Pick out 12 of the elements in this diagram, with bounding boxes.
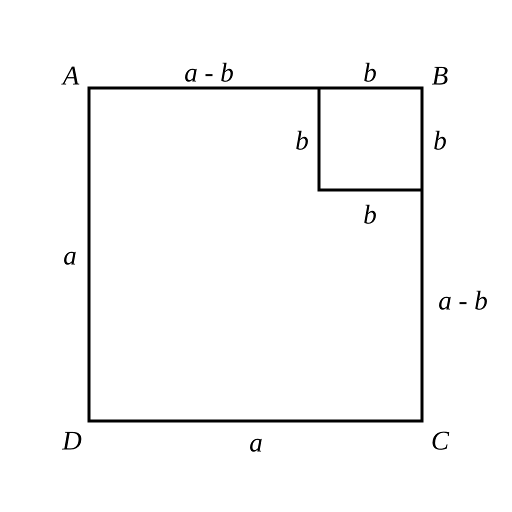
- side-label: a - b: [438, 288, 488, 314]
- side-label: a: [249, 430, 263, 456]
- vertex-label: C: [431, 428, 449, 454]
- side-label: b: [433, 128, 447, 154]
- vertex-label: B: [432, 62, 448, 90]
- side-label: b: [295, 128, 309, 154]
- side-label: b: [363, 60, 377, 86]
- side-label: b: [363, 202, 377, 228]
- side-label: a: [63, 242, 77, 270]
- vertex-label: A: [62, 62, 80, 90]
- side-label: a - b: [184, 60, 234, 86]
- vertex-label: D: [62, 428, 82, 454]
